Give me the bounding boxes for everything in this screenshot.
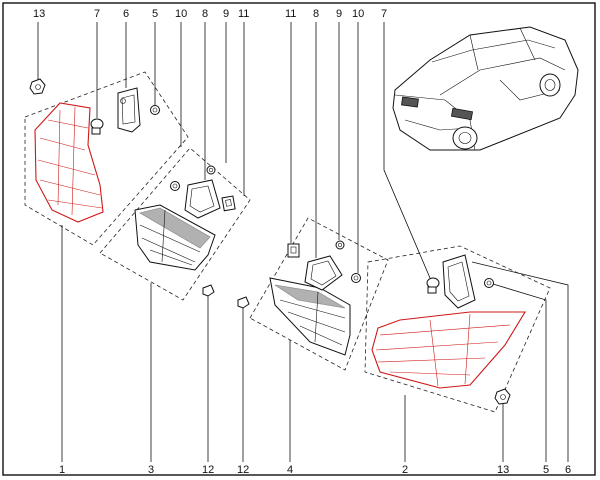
- callout-7-left: 7: [94, 8, 100, 20]
- callout-5-bottom: 5: [543, 464, 549, 476]
- nut-13-left: [29, 78, 46, 95]
- callout-9-right: 9: [336, 8, 342, 20]
- callout-12-right: 12: [237, 464, 249, 476]
- grommet-right: [351, 273, 361, 283]
- right-outer-taillamp: [371, 311, 526, 389]
- callout-11-left: 11: [238, 8, 249, 20]
- callout-8-right: 8: [313, 8, 319, 20]
- bulb-left: [90, 118, 104, 135]
- diagram-border: [2, 2, 596, 476]
- callout-11-right: 11: [285, 8, 296, 20]
- clip-right: [287, 243, 300, 258]
- group-box-right-outer-lamp: [364, 245, 551, 413]
- callout-6-bottom: 6: [565, 464, 571, 476]
- seal-left: [184, 179, 221, 219]
- callout-10-left: 10: [175, 8, 187, 20]
- callout-8-left: 8: [202, 8, 208, 20]
- group-box-left-outer-lamp: [24, 71, 189, 246]
- right-inner-lamp: [269, 277, 351, 356]
- callout-9-left: 9: [223, 8, 229, 20]
- nut-left: [150, 105, 160, 115]
- grommet-left: [170, 181, 180, 191]
- callout-3: 3: [148, 464, 154, 476]
- seal-right: [304, 255, 343, 291]
- callouts-top: 13 7 6 5 10 8 9 11 11 8 9 10 7: [33, 8, 387, 20]
- nut-13-right: [494, 388, 511, 405]
- callout-6-left: 6: [123, 8, 129, 20]
- group-box-left-inner-lamp: [99, 147, 251, 301]
- car-illustration: [392, 26, 579, 151]
- callout-5-left: 5: [152, 8, 158, 20]
- gasket-right: [442, 254, 476, 309]
- clip-12-right: [237, 296, 250, 309]
- clip-12-left: [202, 284, 215, 297]
- callout-13-bottom: 13: [497, 464, 509, 476]
- callout-7-right: 7: [381, 8, 387, 20]
- callout-4: 4: [287, 464, 293, 476]
- left-outer-taillamp: [34, 102, 104, 223]
- callout-1: 1: [59, 464, 65, 476]
- bulb-right: [426, 277, 440, 294]
- callout-10-right: 10: [352, 8, 364, 20]
- nut-9-left: [206, 165, 216, 175]
- gasket-left: [117, 87, 141, 133]
- nut-9-right: [335, 240, 345, 250]
- callout-2: 2: [402, 464, 408, 476]
- nut-right: [484, 278, 494, 288]
- leader-lines: [37, 22, 569, 462]
- callout-13-top: 13: [33, 8, 45, 20]
- left-inner-lamp: [134, 204, 216, 271]
- callouts-bottom: 1 3 12 12 4 2 13 5 6: [59, 464, 571, 476]
- callout-12-left: 12: [202, 464, 214, 476]
- clip-left: [221, 195, 236, 212]
